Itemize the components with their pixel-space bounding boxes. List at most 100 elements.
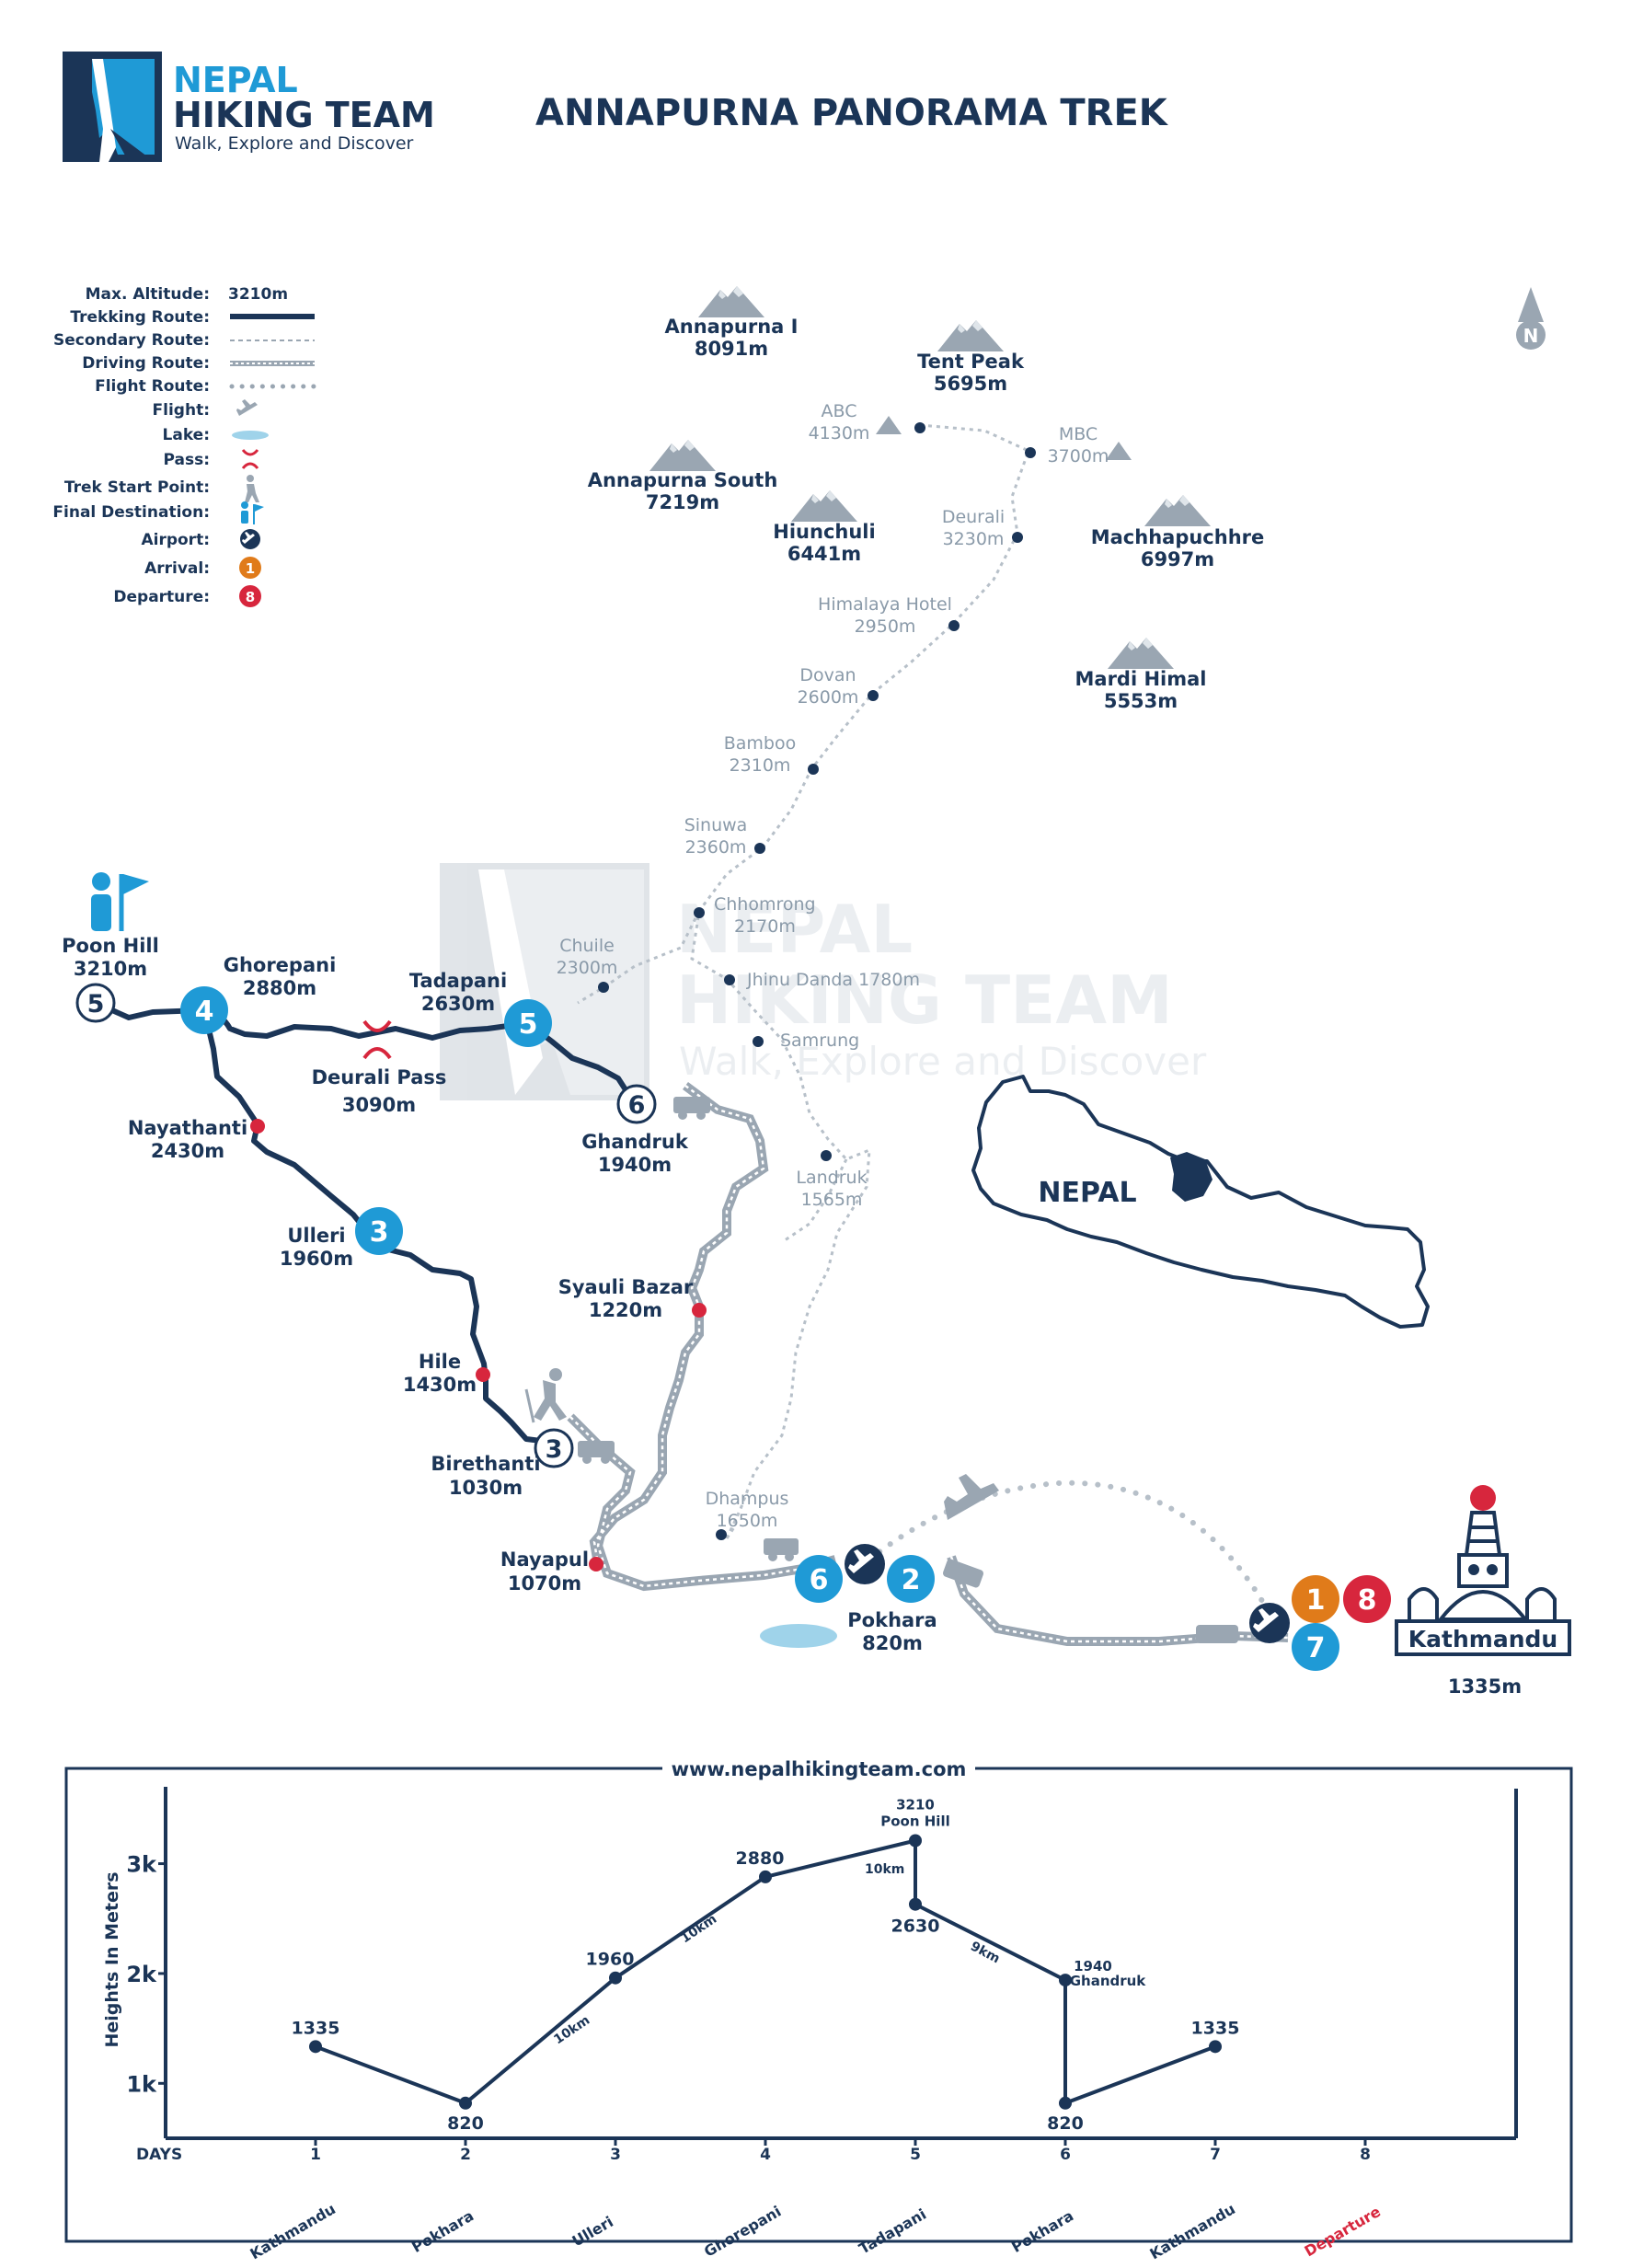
day-marker-number: 3: [370, 1216, 389, 1249]
place-hile-name: Hile: [419, 1351, 461, 1373]
x-tick-label: 7: [1210, 2146, 1221, 2164]
peak-elevation: 7219m: [646, 491, 719, 513]
place-mbc-name: MBC: [1059, 424, 1098, 444]
profile-point: [459, 2096, 472, 2110]
place-dhampus-name: Dhampus: [706, 1489, 789, 1509]
airport-icon: [845, 1544, 885, 1584]
stop-dot-nayapul: [589, 1557, 603, 1571]
place-deurali-elev: 3230m: [943, 529, 1005, 549]
peak-name: Machhapuchhre: [1091, 526, 1265, 548]
peak-name: Annapurna I: [665, 316, 799, 338]
peak-tent-peak: Tent Peak 5695m: [917, 320, 1025, 395]
place-dhampus-elev: 1650m: [717, 1511, 778, 1531]
x-day-name: Kathmandu: [247, 2200, 339, 2262]
arrival-badge: [239, 557, 261, 579]
peak-machhapuchhre: Machhapuchhre 6997m: [1091, 495, 1265, 570]
place-pokhara-elev: 820m: [862, 1632, 923, 1654]
legend-max-altitude-label: Max. Altitude:: [86, 285, 210, 304]
inset-country-label: NEPAL: [1038, 1177, 1136, 1209]
stupa-icon: [1395, 1485, 1571, 1656]
elevation-profile: www.nepalhikingteam.com Heights In Meter…: [64, 1758, 1573, 2262]
x-tick-label: 2: [460, 2146, 471, 2164]
profile-point-value: 820: [1047, 2113, 1084, 2134]
place-syauli-bazar-elev: 1220m: [589, 1299, 662, 1321]
profile-frame: [64, 1767, 1573, 2243]
hiker-icon: [245, 475, 259, 502]
place-dot: [868, 690, 879, 701]
mountain-icon: [791, 490, 857, 522]
departure-badge-number: 8: [246, 589, 255, 605]
place-dot: [948, 620, 960, 631]
brand-name-line1: NEPAL: [173, 60, 298, 100]
x-day-name: Ulleri: [569, 2213, 616, 2251]
profile-point: [1209, 2040, 1222, 2054]
airport-icon: [1249, 1603, 1290, 1643]
brand-name-line2: HIKING TEAM: [173, 95, 435, 135]
peak-hiunchuli: Hiunchuli 6441m: [773, 490, 876, 565]
day-marker-kathmandu: 7: [1292, 1623, 1339, 1671]
profile-point-value: 1335: [1191, 2018, 1240, 2038]
place-abc-name: ABC: [822, 401, 857, 421]
x-day-name: Pokhara: [1008, 2206, 1076, 2256]
x-day-name: Pokhara: [408, 2206, 477, 2256]
x-day-name: Ghorepani: [701, 2203, 784, 2261]
profile-point-value: 820: [447, 2113, 484, 2134]
place-kathmandu-name: Kathmandu: [1408, 1626, 1557, 1652]
day-marker-number: 3: [546, 1435, 563, 1464]
legend-trekking-route-label: Trekking Route:: [70, 308, 210, 327]
place-tadapani-name: Tadapani: [409, 970, 507, 992]
place-nayapul-name: Nayapul: [500, 1548, 589, 1571]
profile-point: [609, 1971, 622, 1985]
arrival-marker: 1: [1292, 1575, 1339, 1623]
place-syauli-bazar-name: Syauli Bazar: [558, 1276, 694, 1298]
day-marker-tadapani: 5: [504, 999, 552, 1047]
day-marker-number: 6: [628, 1091, 646, 1120]
x-day-name: Departure: [1302, 2203, 1384, 2261]
place-deurali-pass-name: Deurali Pass: [312, 1066, 447, 1088]
distance-label: 9km: [968, 1939, 1002, 1966]
legend: Max. Altitude: 3210m Trekking Route: Sec…: [52, 285, 317, 607]
stop-dot-hile: [476, 1367, 490, 1382]
bus-icon: [1196, 1625, 1238, 1643]
arrival-number: 1: [1306, 1584, 1326, 1617]
profile-point-value: 2880: [736, 1848, 785, 1869]
brand-logo: [63, 52, 162, 162]
profile-point-value: 1960: [586, 1950, 635, 1970]
peak-elevation: 6441m: [787, 543, 861, 565]
peak-elevation: 6997m: [1141, 548, 1214, 570]
nepal-inset-map: NEPAL: [971, 1075, 1430, 1329]
peak-elevation: 8091m: [695, 338, 768, 360]
mountain-icon: [1108, 638, 1174, 669]
peak-name: Tent Peak: [917, 351, 1025, 373]
place-hile-elev: 1430m: [403, 1374, 477, 1396]
day-marker-number: 5: [87, 990, 105, 1019]
hiker-icon: [524, 1368, 567, 1423]
place-birethanti-elev: 1030m: [449, 1477, 523, 1499]
place-dot: [716, 1529, 727, 1540]
place-deurali-name: Deurali: [942, 507, 1005, 527]
legend-max-altitude-value: 3210m: [228, 285, 288, 304]
place-dot: [754, 843, 765, 854]
legend-flight-route-label: Flight Route:: [95, 377, 210, 396]
place-dot: [598, 982, 609, 993]
place-chuile-name: Chuile: [559, 936, 615, 956]
jeep-icon: [578, 1441, 615, 1464]
departure-number: 8: [1358, 1584, 1377, 1617]
profile-y-axis-title: Heights In Meters: [102, 1871, 122, 2047]
bus-icon: [942, 1559, 984, 1588]
day-marker-birethanti: 3: [534, 1428, 574, 1468]
day-marker-number: 6: [810, 1564, 829, 1596]
place-ghandruk-elev: 1940m: [598, 1154, 672, 1176]
place-bamboo-elev: 2310m: [730, 755, 791, 776]
day-marker-pokhara-6: 6: [795, 1555, 843, 1603]
place-kathmandu-elev: 1335m: [1448, 1675, 1522, 1698]
place-himalaya-hotel-name: Himalaya Hotel: [818, 594, 952, 615]
place-dot: [1025, 447, 1036, 458]
arrival-badge-number: 1: [246, 560, 255, 577]
x-tick-label: 6: [1060, 2146, 1071, 2164]
profile-point-name: Poon Hill: [880, 1813, 949, 1829]
watermark-line2: HIKING TEAM: [676, 961, 1173, 1039]
profile-point: [1059, 1974, 1072, 1987]
tent-icon: [1106, 442, 1132, 460]
stop-dot-nayathanti: [250, 1119, 265, 1134]
